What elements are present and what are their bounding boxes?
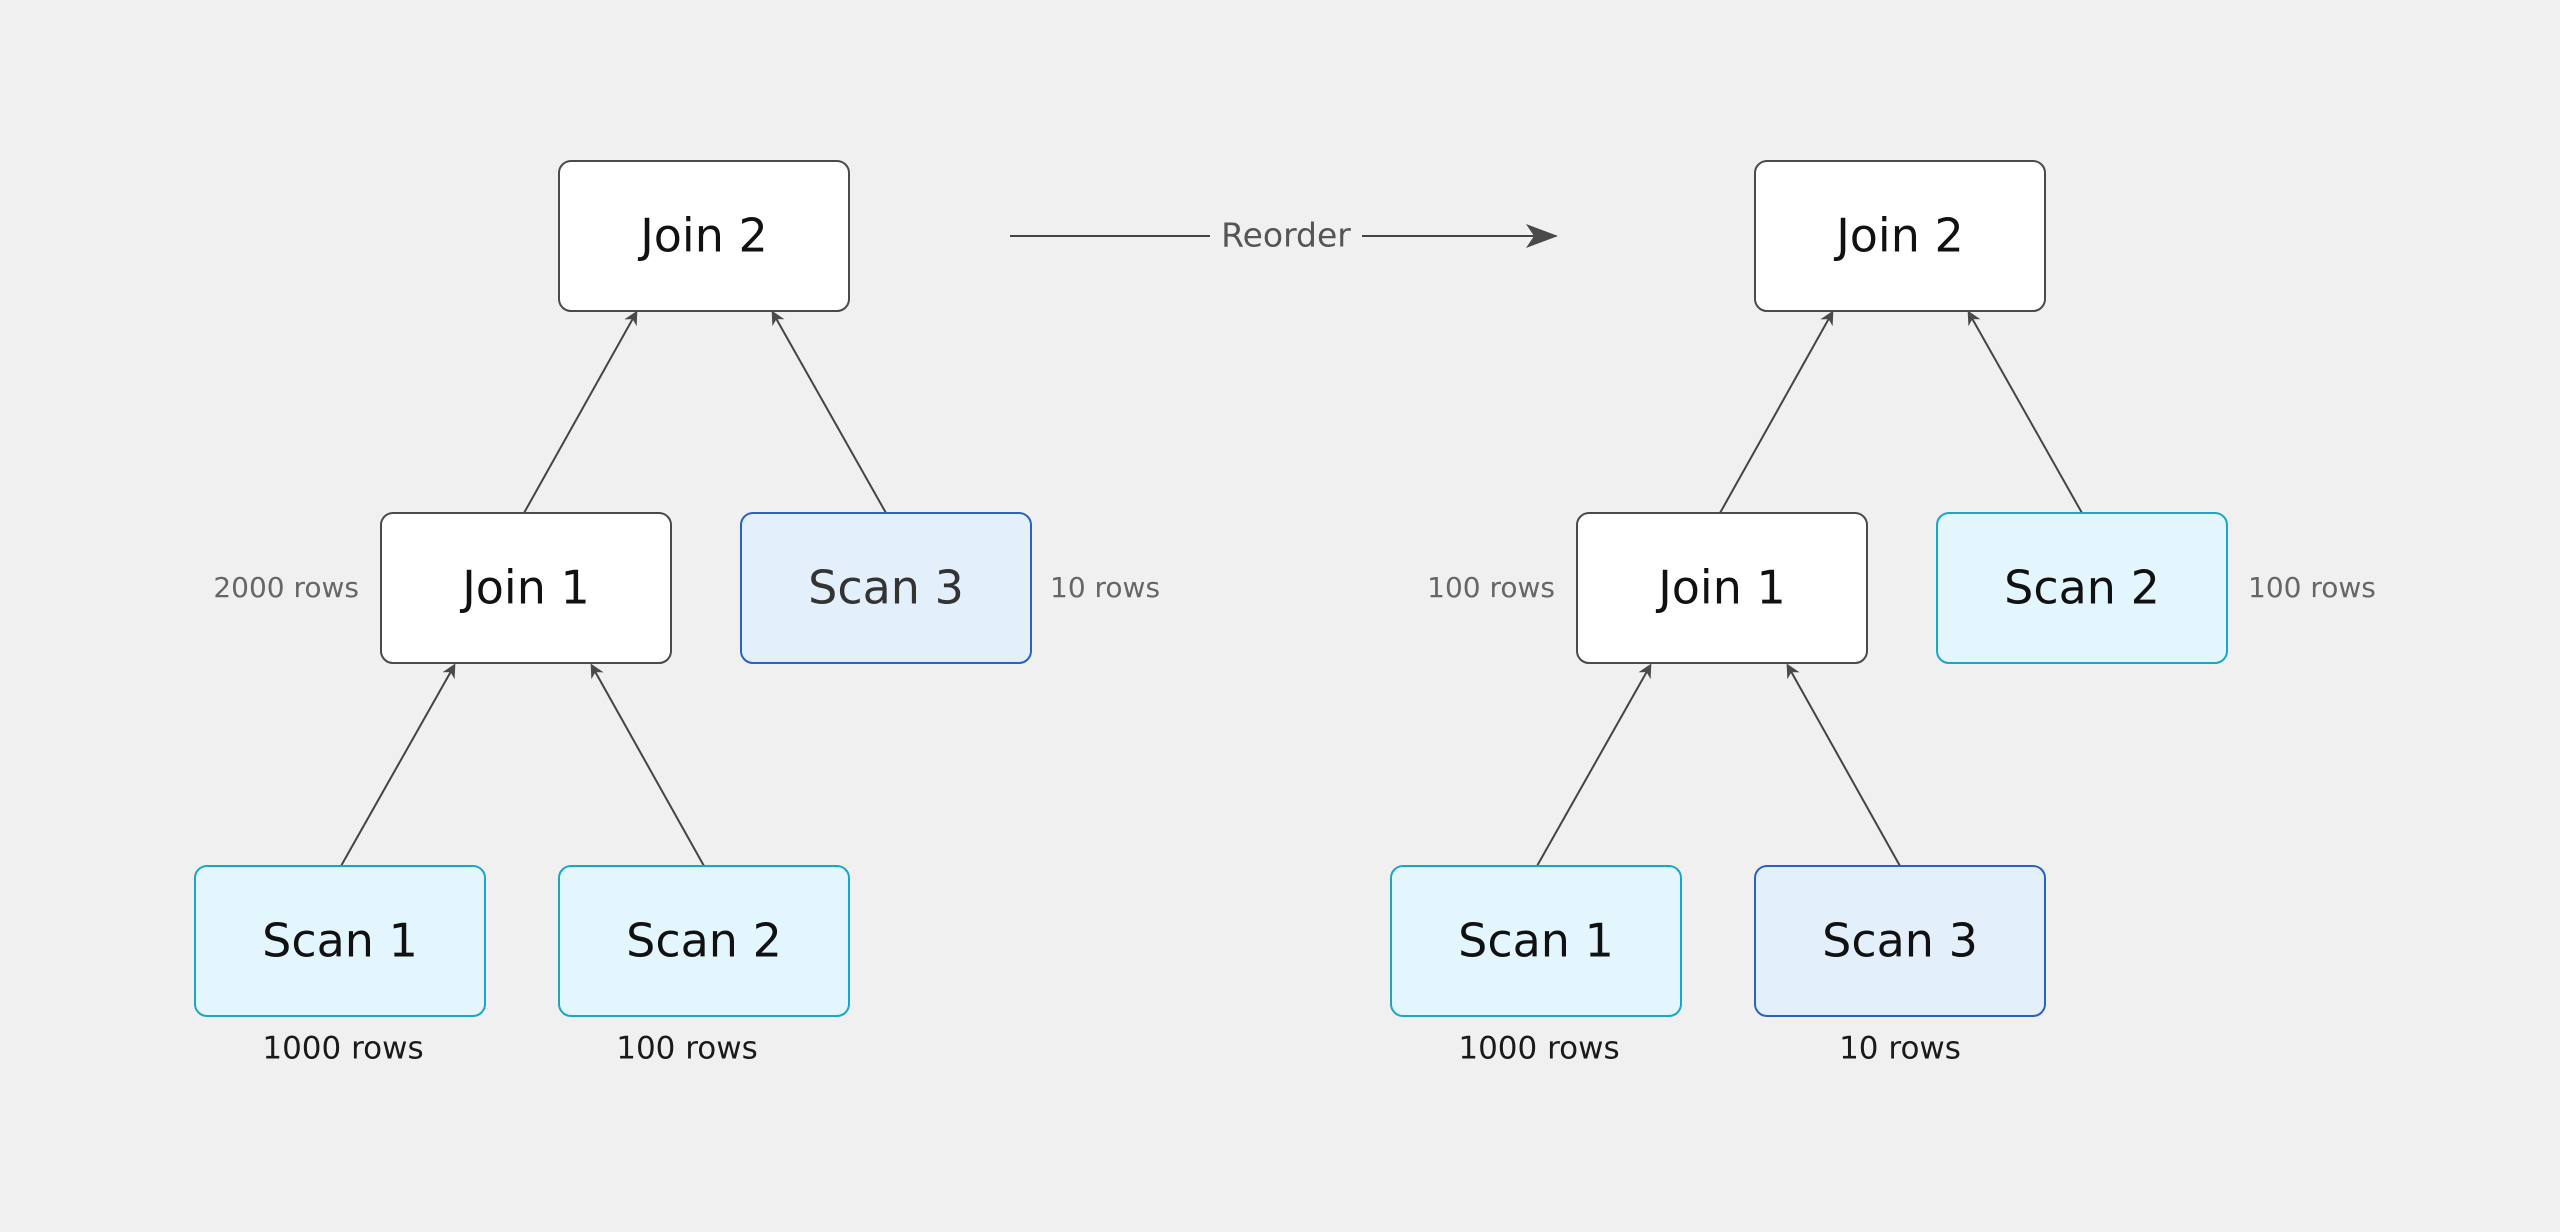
right-scan3-node[interactable]: Scan 3 xyxy=(1754,865,2046,1017)
edge-right-scan3-to-join1 xyxy=(1786,663,1901,867)
left-join1-node[interactable]: Join 1 xyxy=(380,512,672,664)
edge-left-scan3-to-join2 xyxy=(771,310,887,514)
right-scan1-rows: 1000 rows xyxy=(1458,1031,1619,1067)
left-scan1-label: Scan 1 xyxy=(262,914,418,968)
edge-left-scan1-to-join1 xyxy=(340,663,456,867)
left-scan3-label: Scan 3 xyxy=(808,561,964,615)
left-scan3-rows: 10 rows xyxy=(1050,571,1160,604)
right-scan3-rows: 10 rows xyxy=(1839,1031,1961,1067)
right-scan1-node[interactable]: Scan 1 xyxy=(1390,865,1682,1017)
left-scan3-node[interactable]: Scan 3 xyxy=(740,512,1032,664)
right-tree: Join 2 Join 1 100 rows Scan 2 100 rows S… xyxy=(1390,160,2376,1067)
left-join1-label: Join 1 xyxy=(459,561,590,615)
right-join2-node[interactable]: Join 2 xyxy=(1754,160,2046,312)
right-scan2-rows: 100 rows xyxy=(2248,571,2376,604)
left-tree: Join 2 Join 1 2000 rows Scan 3 10 rows S… xyxy=(194,160,1160,1067)
edge-left-join1-to-join2 xyxy=(523,310,638,514)
edge-left-scan2-to-join1 xyxy=(590,663,705,867)
right-join1-label: Join 1 xyxy=(1655,561,1786,615)
reorder-label: Reorder xyxy=(1221,216,1351,255)
left-join2-node[interactable]: Join 2 xyxy=(558,160,850,312)
left-scan2-node[interactable]: Scan 2 xyxy=(558,865,850,1017)
edge-right-scan1-to-join1 xyxy=(1536,663,1652,867)
right-join2-label: Join 2 xyxy=(1833,209,1964,263)
right-join1-rows: 100 rows xyxy=(1427,571,1555,604)
right-scan2-node[interactable]: Scan 2 xyxy=(1936,512,2228,664)
left-scan2-rows: 100 rows xyxy=(616,1031,758,1067)
right-join1-node[interactable]: Join 1 xyxy=(1576,512,1868,664)
right-scan2-label: Scan 2 xyxy=(2004,561,2160,615)
edge-right-scan2-to-join2 xyxy=(1967,310,2083,514)
left-scan1-rows: 1000 rows xyxy=(262,1031,423,1067)
left-scan2-label: Scan 2 xyxy=(626,914,782,968)
edge-right-join1-to-join2 xyxy=(1719,310,1834,514)
right-scan1-label: Scan 1 xyxy=(1458,914,1614,968)
right-scan3-label: Scan 3 xyxy=(1822,914,1978,968)
reorder-transition: Reorder xyxy=(1010,216,1558,255)
left-join1-rows: 2000 rows xyxy=(213,571,359,604)
left-scan1-node[interactable]: Scan 1 xyxy=(194,865,486,1017)
left-join2-label: Join 2 xyxy=(637,209,768,263)
